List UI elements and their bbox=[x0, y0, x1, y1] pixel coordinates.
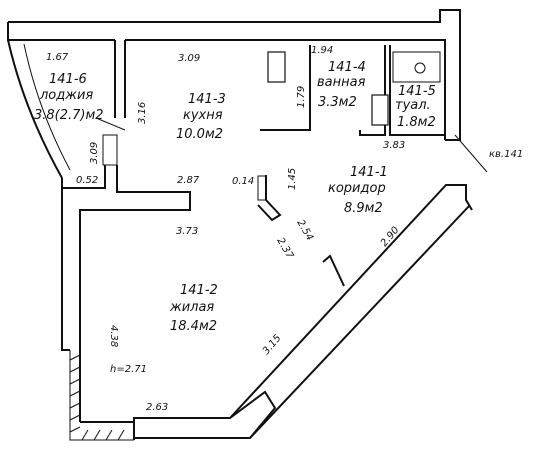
dim-2-63: 2.63 bbox=[146, 402, 168, 413]
loggia-edge bbox=[95, 117, 126, 131]
wall-top-inner-2 bbox=[125, 39, 446, 140]
wall-diagonal-inner bbox=[249, 204, 471, 439]
wall-toilet bbox=[389, 45, 445, 136]
dim-3-09-left: 3.09 bbox=[89, 142, 100, 164]
apartment-label: кв.141 bbox=[489, 149, 523, 160]
loggia-curve-outer bbox=[7, 39, 63, 179]
room-name-corridor: коридор bbox=[328, 181, 386, 196]
dim-1-94: 1.94 bbox=[311, 45, 333, 56]
room-id-bath: 141-4 bbox=[328, 60, 366, 75]
toilet-bowl bbox=[414, 62, 426, 74]
bath-fixture-1 bbox=[267, 51, 286, 83]
dim-0-14: 0.14 bbox=[232, 176, 254, 187]
ceiling-height: h=2.71 bbox=[110, 364, 147, 375]
toilet-fixture bbox=[392, 51, 441, 83]
wall-corridor-top bbox=[260, 45, 311, 131]
dim-1-67: 1.67 bbox=[46, 52, 69, 63]
wall-kitchen-bottom bbox=[61, 165, 191, 422]
bath-fixture-2 bbox=[371, 94, 389, 126]
dim-4-38: 4.38 bbox=[108, 325, 119, 347]
room-name-toilet: туал. bbox=[395, 98, 431, 113]
dim-2-87: 2.87 bbox=[177, 175, 200, 186]
room-id-living: 141-2 bbox=[180, 283, 218, 298]
dim-3-15: 3.15 bbox=[261, 333, 284, 357]
apartment-pointer bbox=[454, 134, 488, 173]
dim-3-73: 3.73 bbox=[176, 226, 198, 237]
diagonal-notch bbox=[322, 254, 345, 287]
room-area-toilet: 1.8м2 bbox=[397, 115, 436, 130]
dim-2-54: 2.54 bbox=[294, 218, 315, 243]
dim-3-09-top: 3.09 bbox=[178, 53, 200, 64]
wall-top-inner bbox=[7, 22, 115, 41]
wall-diagonal-outer bbox=[229, 184, 473, 419]
room-id-loggia: 141-6 bbox=[49, 72, 87, 87]
room-area-loggia: 3.8(2.7)м2 bbox=[34, 108, 104, 123]
dim-1-79: 1.79 bbox=[296, 86, 307, 108]
room-name-bath: ванная bbox=[317, 75, 366, 90]
wall-top bbox=[8, 9, 461, 141]
room-area-kitchen: 10.0м2 bbox=[176, 127, 223, 142]
wall-corridor-partition bbox=[257, 175, 282, 222]
room-name-living: жилая bbox=[169, 300, 214, 315]
dim-2-37: 2.37 bbox=[274, 236, 295, 261]
wall-column bbox=[102, 134, 118, 166]
room-area-corridor: 8.9м2 bbox=[344, 201, 383, 216]
dim-1-45: 1.45 bbox=[287, 168, 298, 190]
loggia-curve-inner bbox=[23, 43, 71, 171]
room-name-loggia: лоджия bbox=[39, 88, 93, 103]
room-name-kitchen: кухня bbox=[183, 108, 223, 123]
room-area-bath: 3.3м2 bbox=[318, 95, 357, 110]
living-left-hatch bbox=[69, 354, 125, 441]
wall-kitchen-left bbox=[114, 40, 126, 118]
wall-post bbox=[257, 175, 267, 201]
room-id-toilet: 141-5 bbox=[398, 84, 436, 99]
wall-bath-right bbox=[359, 45, 386, 136]
dim-3-83: 3.83 bbox=[383, 140, 405, 151]
living-left-outer bbox=[69, 350, 134, 441]
room-id-kitchen: 141-3 bbox=[188, 92, 226, 107]
dim-3-16: 3.16 bbox=[137, 102, 148, 124]
dim-0-52: 0.52 bbox=[76, 175, 98, 186]
wall-living-left bbox=[61, 188, 70, 351]
room-area-living: 18.4м2 bbox=[170, 319, 217, 334]
living-bottom bbox=[80, 390, 277, 440]
room-id-corridor: 141-1 bbox=[350, 165, 388, 180]
